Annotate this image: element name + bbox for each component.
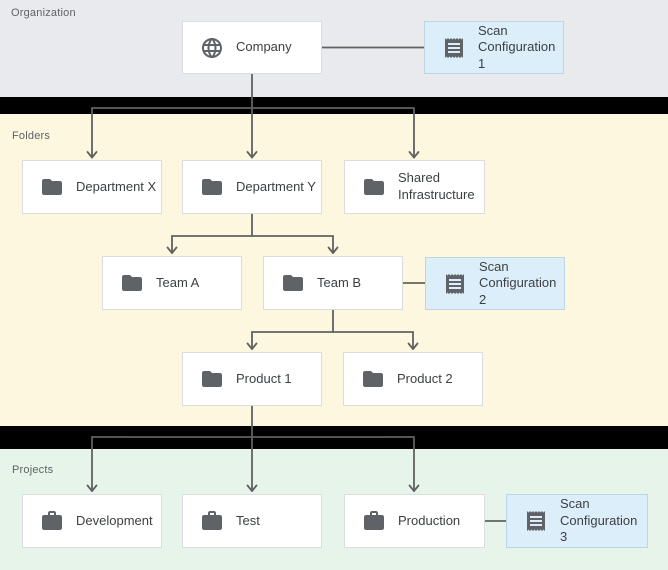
briefcase-icon <box>200 509 224 533</box>
node-label: Product 2 <box>397 370 453 386</box>
folder-icon <box>200 175 224 199</box>
node-department-x: Department X <box>22 160 162 214</box>
node-development: Development <box>22 494 162 548</box>
node-label: Department X <box>76 178 157 194</box>
node-label: Development <box>76 512 153 528</box>
separator-bar-top <box>0 97 668 114</box>
node-shared-infrastructure: Shared Infrastructure <box>344 160 485 214</box>
node-label: Department Y <box>236 178 316 194</box>
node-scan-configuration-3: Scan Configuration 3 <box>506 494 648 548</box>
node-label: Production <box>398 512 461 528</box>
section-label-organization: Organization <box>11 7 76 19</box>
node-team-b: Team B <box>263 256 403 310</box>
node-department-y: Department Y <box>182 160 322 214</box>
node-label: Company <box>236 39 292 55</box>
node-label: Shared Infrastructure <box>398 170 475 202</box>
node-label: Test <box>236 512 260 528</box>
briefcase-icon <box>362 509 386 533</box>
briefcase-icon <box>40 509 64 533</box>
receipt-icon <box>443 272 467 296</box>
node-label: Scan Configuration 1 <box>478 22 556 71</box>
section-label-folders: Folders <box>12 130 51 142</box>
node-label: Team A <box>156 274 200 290</box>
receipt-icon <box>442 36 466 60</box>
globe-icon <box>200 36 224 60</box>
node-label: Product 1 <box>236 370 292 386</box>
folder-icon <box>40 175 64 199</box>
node-scan-configuration-2: Scan Configuration 2 <box>425 257 565 310</box>
node-product-1: Product 1 <box>182 352 322 406</box>
node-label: Scan Configuration 2 <box>479 258 557 307</box>
folder-icon <box>362 175 386 199</box>
node-test: Test <box>182 494 322 548</box>
folder-icon <box>281 271 305 295</box>
node-product-2: Product 2 <box>343 352 483 406</box>
separator-bar-bottom <box>0 426 668 449</box>
folder-icon <box>120 271 144 295</box>
section-label-projects: Projects <box>12 464 54 476</box>
folder-icon <box>361 367 385 391</box>
folder-icon <box>200 367 224 391</box>
section-organization <box>0 0 668 97</box>
node-scan-configuration-1: Scan Configuration 1 <box>424 21 564 74</box>
node-label: Team B <box>317 274 362 290</box>
node-team-a: Team A <box>102 256 242 310</box>
node-label: Scan Configuration 3 <box>560 496 638 545</box>
receipt-icon <box>524 509 548 533</box>
node-production: Production <box>344 494 485 548</box>
node-company: Company <box>182 21 322 74</box>
